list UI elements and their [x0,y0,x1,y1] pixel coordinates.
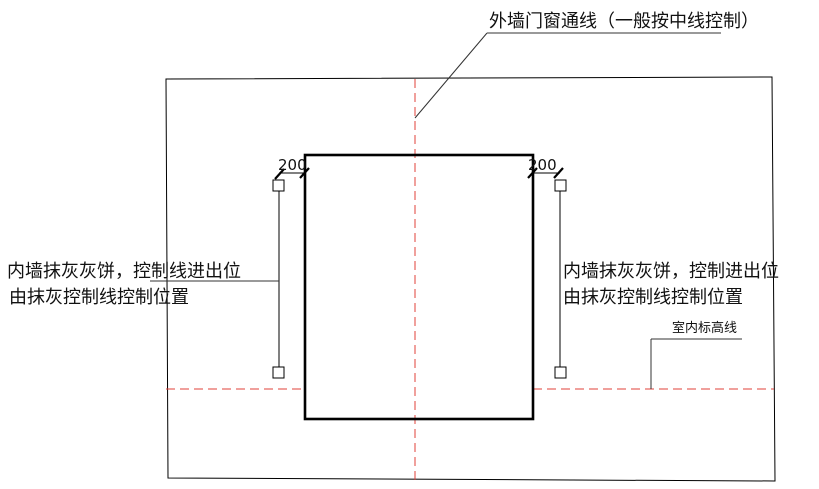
left-plaster-pad-bottom [272,366,285,379]
dim-label-right: 200 [528,156,557,174]
top-callout-text: 外墙门窗通线（一般按中线控制） [489,11,759,32]
left-note-line2: 由抹灰控制线控制位置 [9,287,189,308]
left-plaster-pad-top [272,179,285,192]
dim-tick-right-b [553,167,564,179]
right-plaster-pad-bottom [554,366,567,379]
elevation-label: 室内标高线 [672,320,737,336]
top-leader-diagonal [414,32,488,119]
right-note-line1: 内墙抹灰灰饼，控制进出位 [563,261,779,282]
opening-frame [303,153,535,421]
wall-outline [165,76,776,482]
dim-tick-right-a [527,167,538,179]
dim-tick-left-b [299,167,310,179]
right-plaster-pad-top [554,179,567,192]
dim-label-left: 200 [278,156,307,174]
left-note-line1: 内墙抹灰灰饼，控制线进出位 [7,261,241,282]
dim-tick-left-a [274,168,285,180]
right-note-line2: 由抹灰控制线控制位置 [563,287,743,308]
